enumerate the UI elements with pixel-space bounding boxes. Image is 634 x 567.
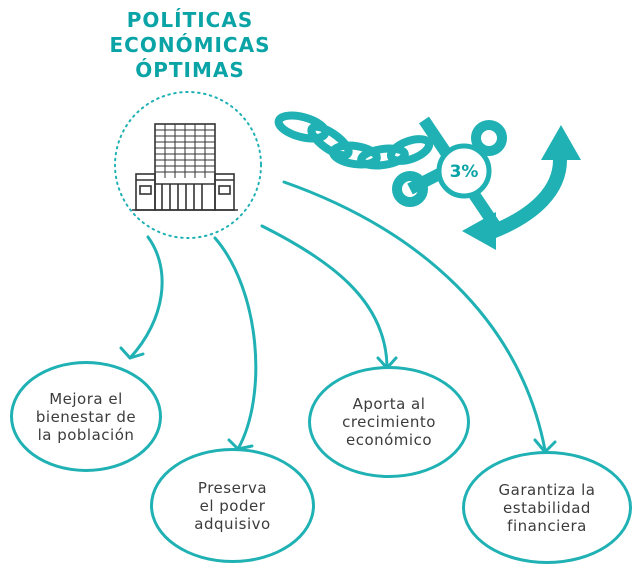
outcome-bubble-4: Garantiza la estabilidad financiera [462,451,632,564]
outcome-bubble-1: Mejora el bienestar de la población [10,361,162,472]
title-line-1: POLÍTICAS [126,8,254,32]
arrow-head-1 [119,346,145,360]
outcome-text-3: Aporta al crecimiento económico [342,395,436,449]
rate-label: 3% [450,162,479,182]
diagram-title: POLÍTICAS ECONÓMICAS ÓPTIMAS [80,8,300,83]
bank-dotted-circle [114,91,262,239]
arrow-to-outcome-1 [128,235,164,360]
anchor-icon: 3% [392,116,581,250]
arrow-to-outcome-2 [213,236,258,451]
arrow-to-outcome-3 [260,224,389,367]
title-line-2: ECONÓMICAS [109,33,271,57]
outcome-arrows [119,180,557,454]
chain-icon [274,111,434,170]
outcome-bubble-3: Aporta al crecimiento económico [308,366,470,478]
outcome-bubble-2: Preserva el poder adquisivo [150,448,315,563]
outcome-text-1: Mejora el bienestar de la población [35,389,137,444]
outcome-text-4: Garantiza la estabilidad financiera [498,480,596,535]
outcome-text-2: Preserva el poder adquisivo [194,478,271,533]
arrow-to-outcome-4 [282,180,547,452]
title-line-3: ÓPTIMAS [135,58,245,82]
central-bank-building-icon [132,123,238,211]
